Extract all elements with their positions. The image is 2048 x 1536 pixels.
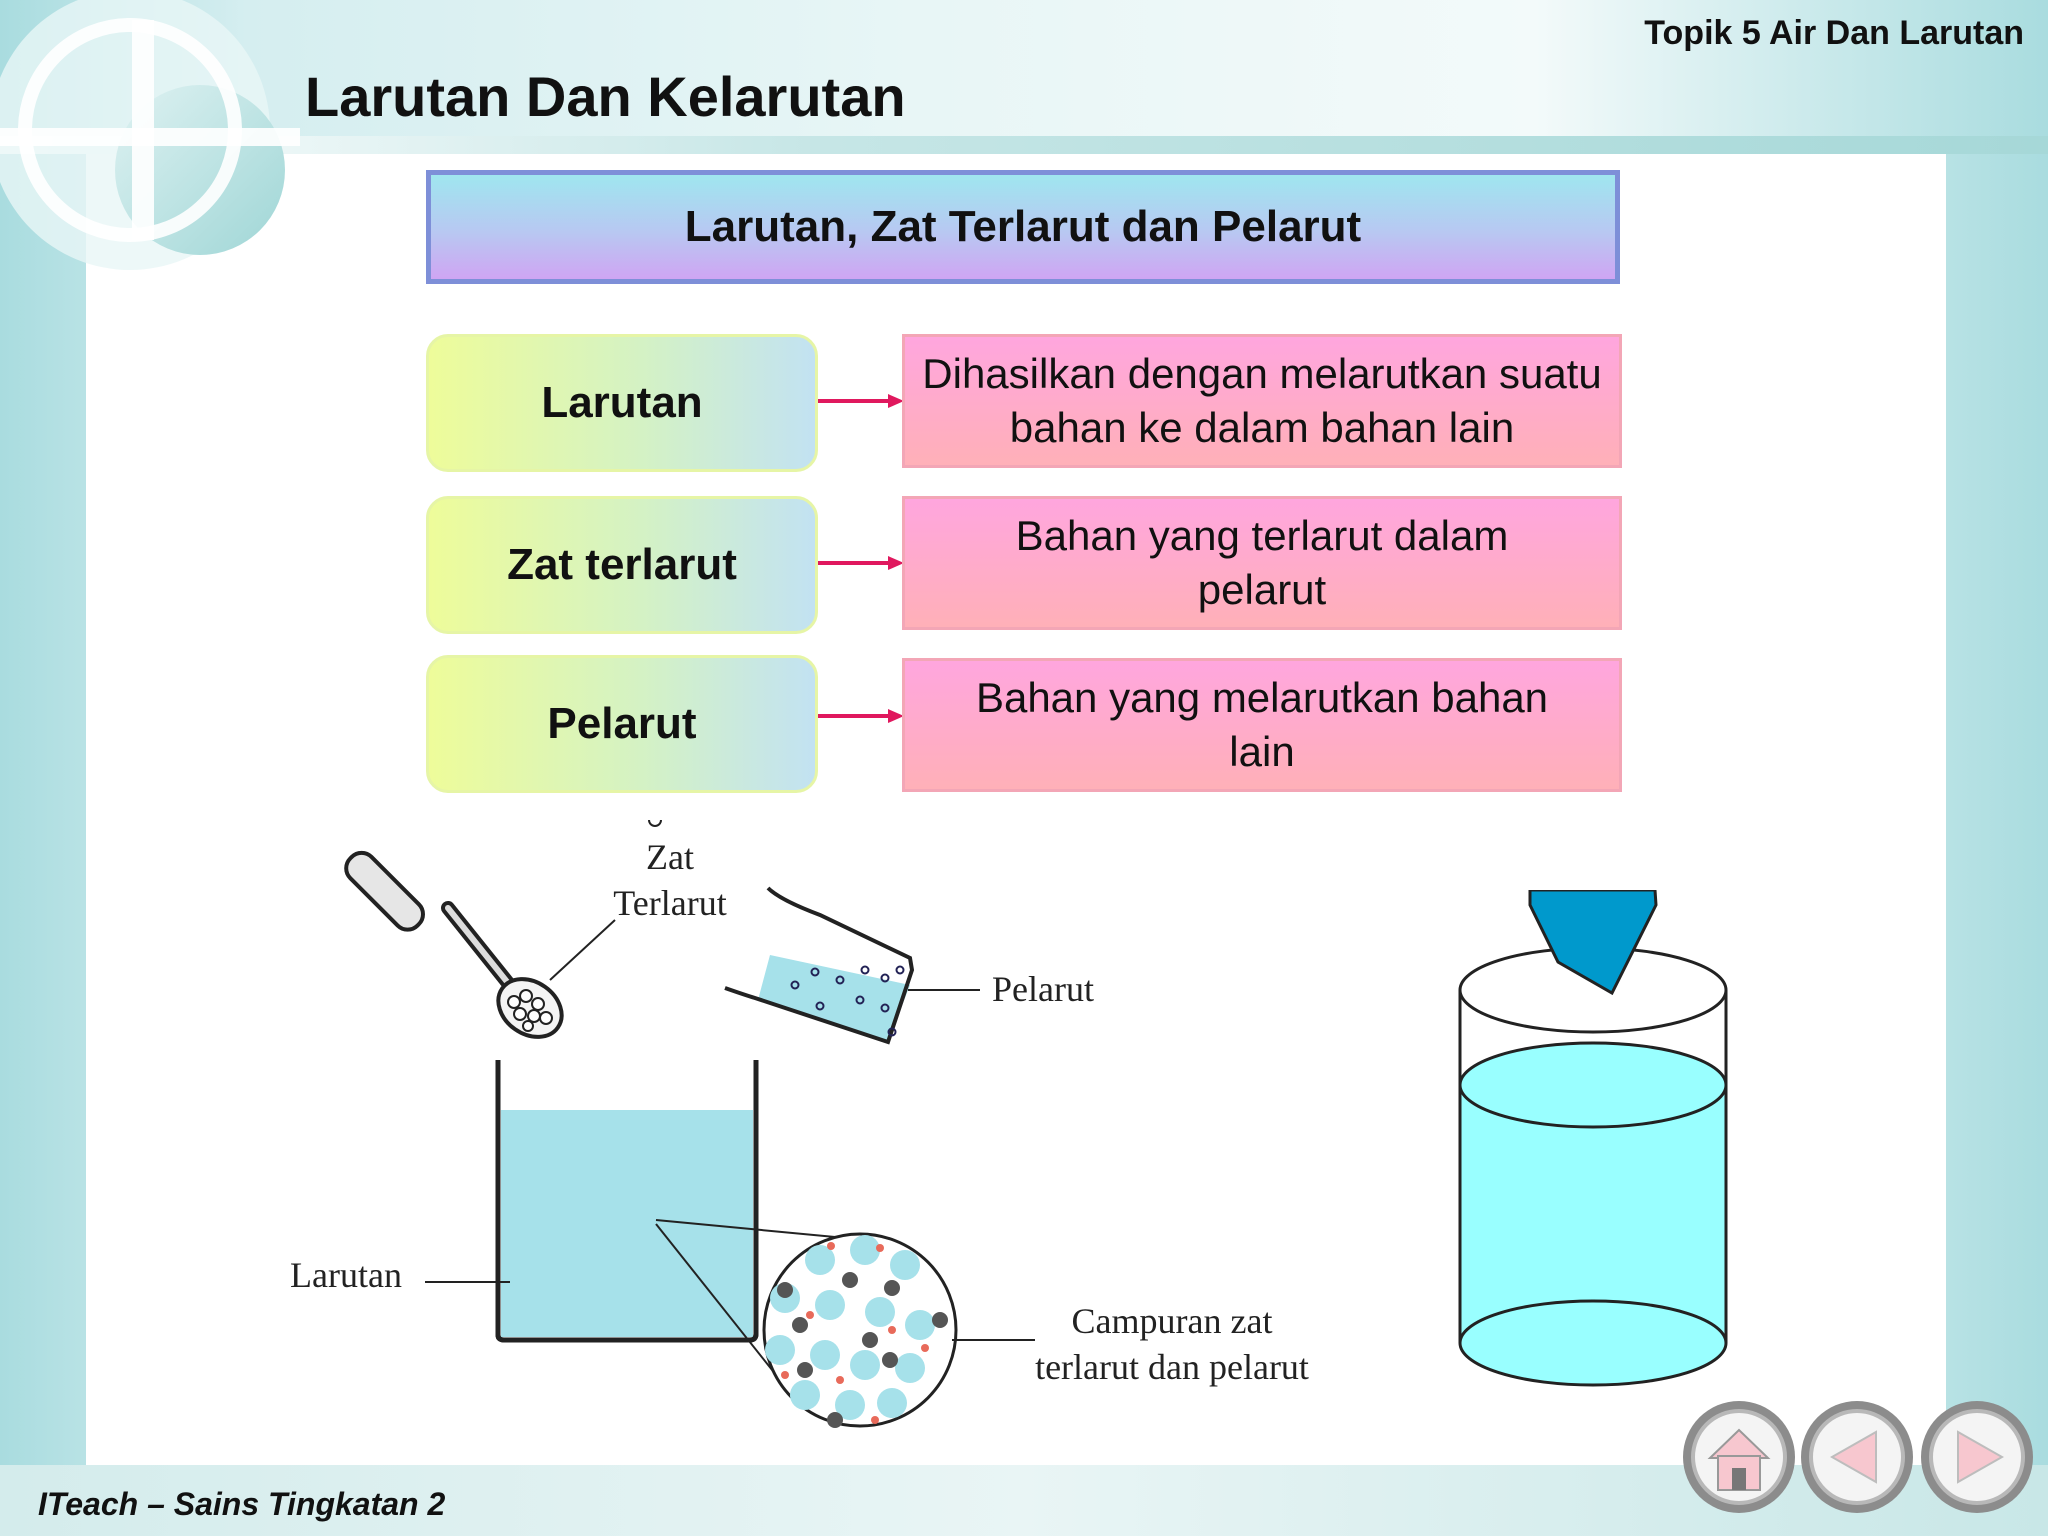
term-pelarut: Pelarut [426,655,818,793]
term-larutan: Larutan [426,334,818,472]
spoon-icon [344,850,564,1039]
solution-illustration [344,820,1035,1428]
arrow-icon [818,556,904,570]
definition-pelarut: Bahan yang melarutkan bahan lain [902,658,1622,792]
label-pelarut: Pelarut [992,969,1094,1009]
home-icon [1707,1428,1771,1491]
footer-text: ITeach – Sains Tingkatan 2 [38,1486,446,1522]
triangle-right-icon [1957,1430,2005,1484]
term-zat-terlarut: Zat terlarut [426,496,818,634]
home-button[interactable] [1680,1398,1798,1516]
label-mixture-line2: terlarut dan pelarut [1035,1347,1309,1387]
label-larutan: Larutan [290,1255,402,1295]
definition-zat-terlarut: Bahan yang terlarut dalam pelarut [902,496,1622,630]
arrow-icon [818,709,904,723]
solution-beaker-icon [495,1060,759,1343]
back-button[interactable] [1798,1398,1916,1516]
label-mixture-line1: Campuran zat [1071,1301,1273,1341]
triangle-left-icon [1829,1430,1877,1484]
particle-zoom-icon [762,1232,958,1428]
label-campuran: Campuran zat terlarut dan pelarut [1022,1298,1322,1390]
section-heading: Larutan, Zat Terlarut dan Pelarut [426,170,1620,284]
header-stripe [0,136,2048,154]
beaker-icon [724,886,915,1045]
topic-label: Topik 5 Air Dan Larutan [1644,14,2024,52]
glass-with-crystal-illustration [1458,890,1728,1387]
next-button[interactable] [1918,1398,2036,1516]
definition-larutan: Dihasilkan dengan melarutkan suatu bahan… [902,334,1622,468]
label-zat-terlarut: Zat Terlarut [610,834,730,926]
label-solute-line1: Zat [646,837,694,877]
page-title: Larutan Dan Kelarutan [305,65,906,128]
label-solute-line2: Terlarut [613,883,727,923]
arrow-icon [818,394,904,408]
template-logo-icon [0,0,300,270]
crystal-icon [1528,890,1658,996]
